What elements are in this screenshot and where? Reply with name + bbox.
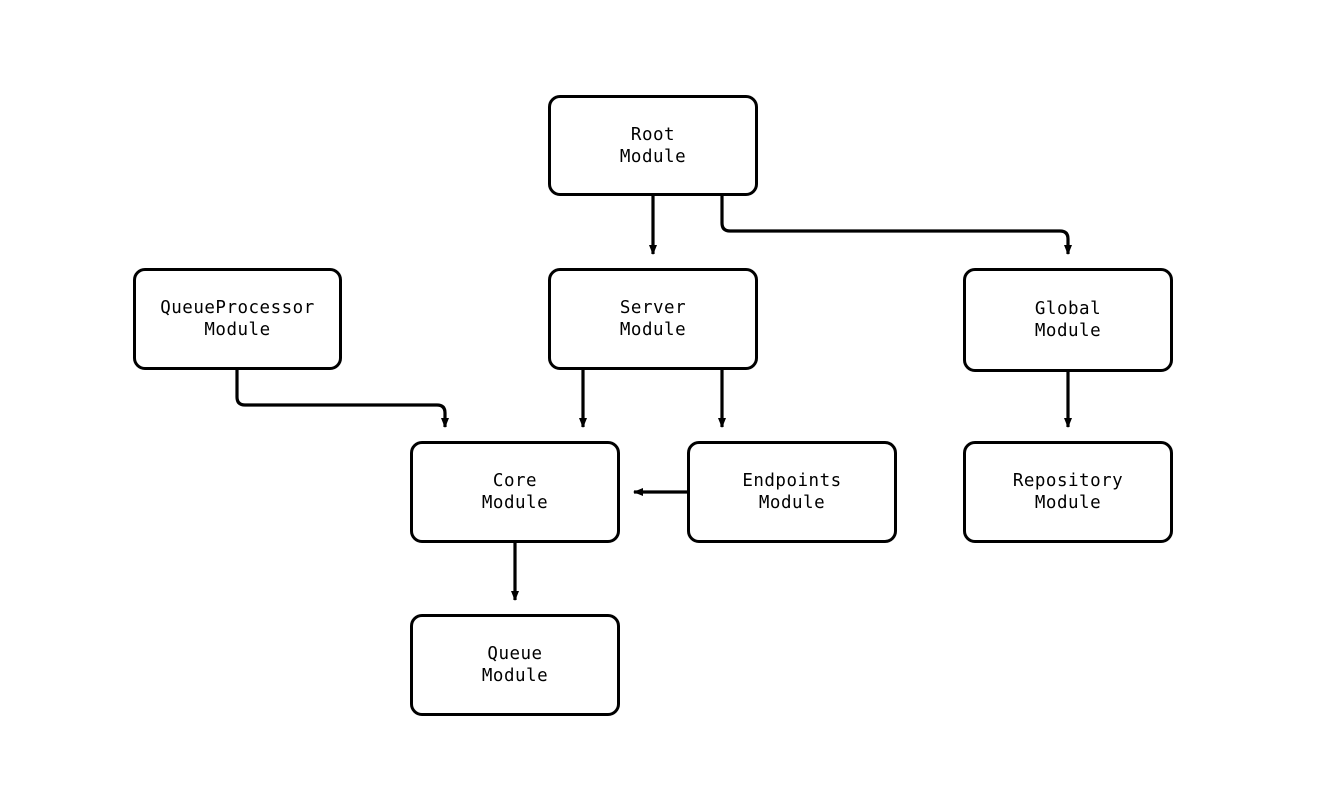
node-core-module[interactable]: Core Module: [410, 441, 620, 543]
node-root-module-title: Root: [630, 124, 676, 145]
node-core-module-title: Core: [492, 471, 538, 491]
node-queue-module-subtitle: Module: [481, 666, 549, 686]
edge-queueprocessor-to-core: [235, 370, 449, 428]
node-global-module-subtitle: Module: [1034, 321, 1102, 341]
node-repository-module[interactable]: Repository Module: [963, 441, 1173, 543]
node-endpoints-module[interactable]: Endpoints Module: [687, 441, 897, 543]
node-global-module-title: Global: [1034, 299, 1102, 319]
node-server-module[interactable]: Server Module: [548, 268, 758, 370]
node-root-module[interactable]: Root Module: [548, 95, 758, 196]
node-repository-module-subtitle: Module: [1034, 493, 1102, 513]
node-server-module-title: Server: [619, 298, 687, 318]
node-queue-module-title: Queue: [487, 644, 543, 664]
node-queueprocessor-module-title: QueueProcessor: [160, 298, 315, 318]
node-queueprocessor-module-subtitle: Module: [204, 320, 271, 340]
node-repository-module-title: Repository: [1012, 471, 1124, 491]
node-server-module-subtitle: Module: [619, 320, 687, 340]
node-core-module-subtitle: Module: [481, 493, 549, 513]
node-queueprocessor-module[interactable]: QueueProcessor Module: [133, 268, 342, 370]
edge-root-to-global: [720, 196, 1072, 255]
node-endpoints-module-subtitle: Module: [758, 493, 826, 513]
node-endpoints-module-title: Endpoints: [742, 471, 842, 491]
node-root-module-subtitle: Module: [619, 146, 687, 167]
node-queue-module[interactable]: Queue Module: [410, 614, 620, 716]
node-global-module[interactable]: Global Module: [963, 268, 1173, 372]
